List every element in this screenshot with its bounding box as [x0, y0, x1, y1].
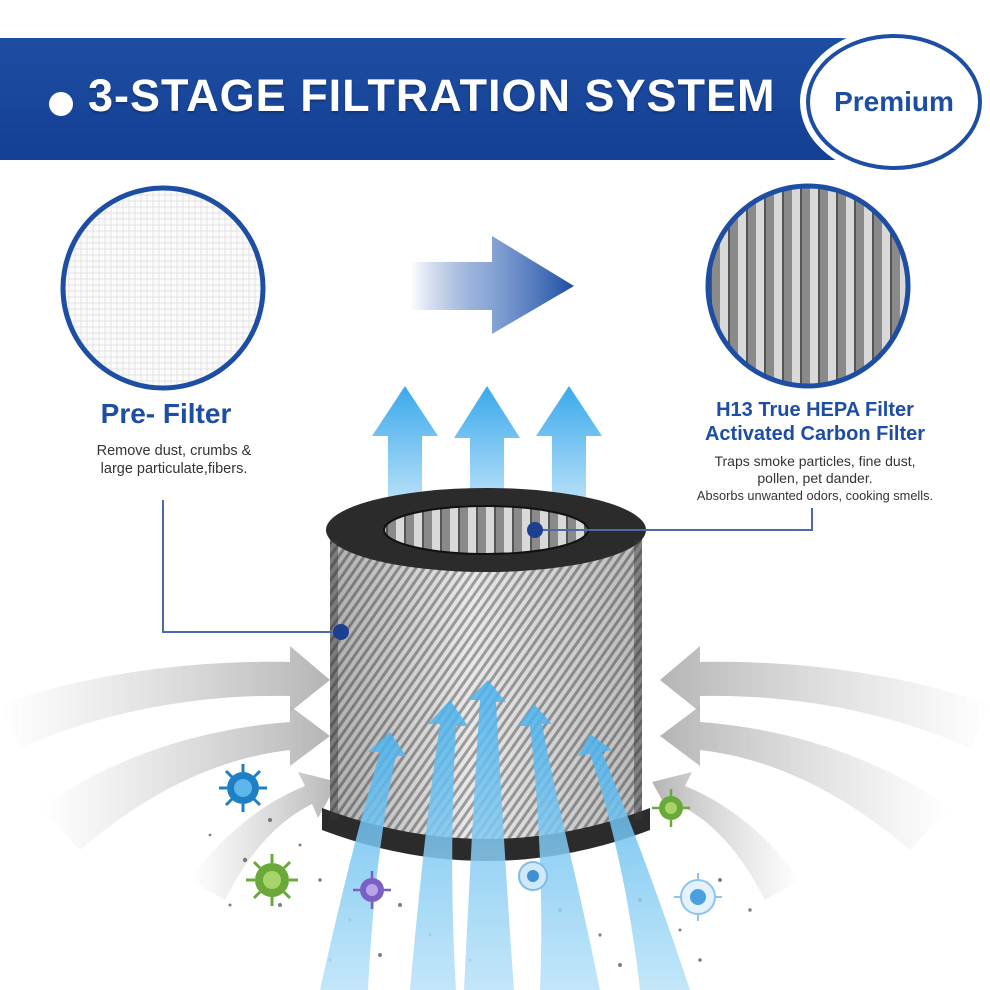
- hepa-desc-line: Traps smoke particles, fine dust,: [714, 453, 916, 469]
- pre-filter-desc-line: Remove dust, crumbs &: [96, 443, 252, 459]
- carbon-title-line: Activated Carbon Filter: [704, 423, 926, 445]
- hepa-filter-title: H13 True HEPA Filter Activated Carbon Fi…: [660, 398, 970, 446]
- virus-particle-icon: [219, 764, 722, 921]
- pre-filter-desc-line: large particulate,fibers.: [100, 461, 248, 477]
- hepa-filter-description: Traps smoke particles, fine dust, pollen…: [660, 453, 970, 504]
- blue-intake-streams: [320, 680, 690, 990]
- gray-intake-arrows-left: [0, 646, 338, 900]
- pre-filter-title: Pre- Filter: [100, 398, 232, 429]
- gray-intake-arrows-right: [652, 646, 990, 900]
- pre-filter-description: Remove dust, crumbs & large particulate,…: [60, 442, 288, 478]
- header-banner: [0, 38, 900, 160]
- pre-filter-connector: [162, 500, 349, 640]
- hepa-connector: [527, 508, 813, 538]
- banner-title: 3-STAGE FILTRATION SYSTEM: [88, 70, 776, 121]
- pre-filter-mesh-icon: [60, 185, 266, 391]
- carbon-desc-line: Absorbs unwanted odors, cooking smells.: [696, 488, 934, 503]
- premium-badge-label: Premium: [834, 86, 954, 117]
- hepa-title-line: H13 True HEPA Filter: [716, 399, 914, 421]
- flow-arrow-icon: [410, 236, 574, 334]
- hepa-pleat-icon: [705, 183, 911, 389]
- premium-badge: Premium: [806, 34, 982, 170]
- bullet-dot: [49, 92, 73, 116]
- hepa-desc-line: pollen, pet dander.: [757, 470, 873, 486]
